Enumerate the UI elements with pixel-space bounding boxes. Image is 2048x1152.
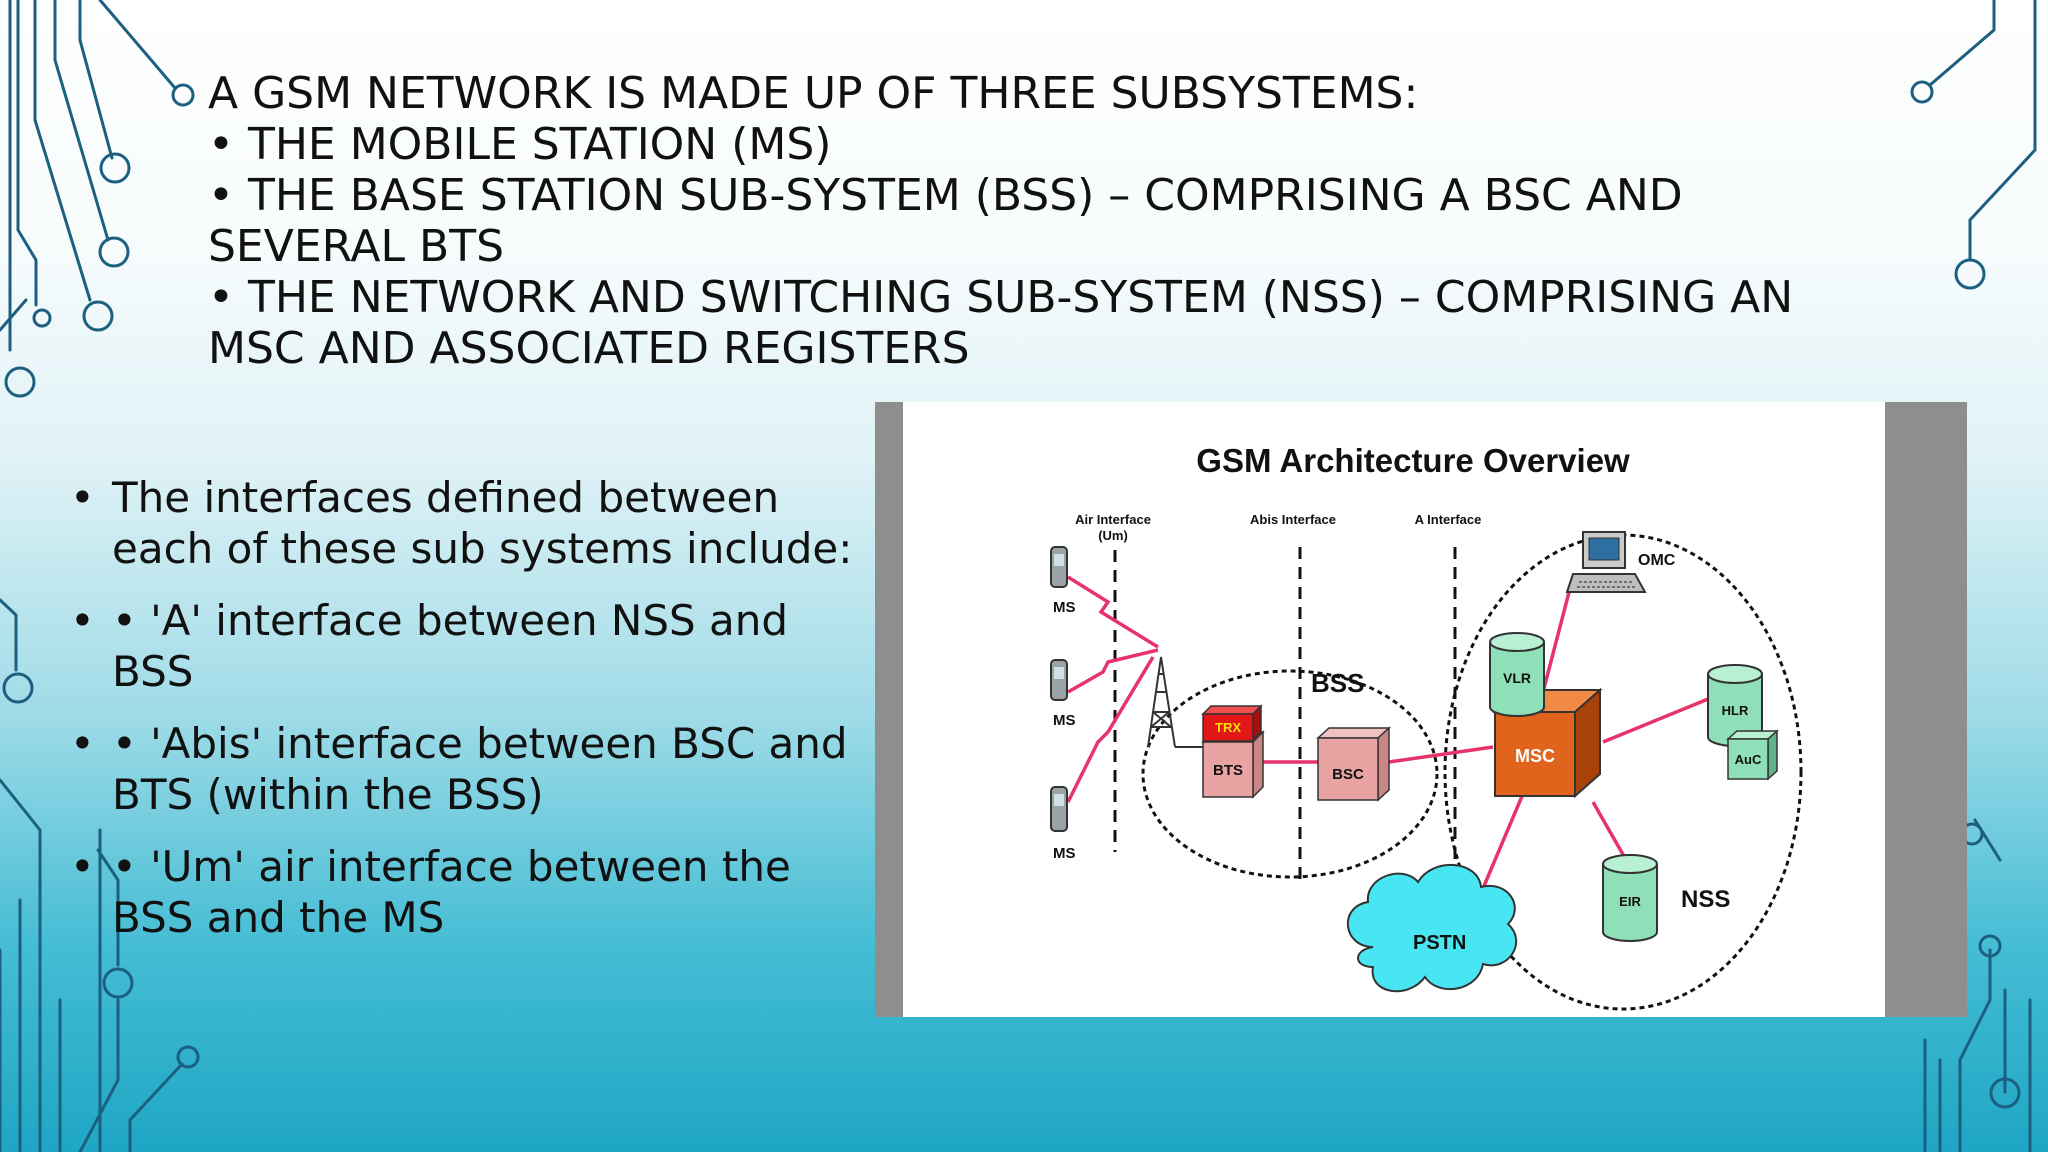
bsc-msc-link — [1388, 745, 1494, 764]
ms-phone-icon — [1050, 659, 1068, 701]
omc-label: OMC — [1638, 552, 1676, 569]
heading-line: • THE BASE STATION SUB-SYSTEM (BSS) – CO… — [208, 170, 1683, 221]
air-interface-label: Air Interface — [1075, 512, 1151, 527]
eir-database-icon — [1602, 854, 1658, 942]
diagram-title: GSM Architecture Overview — [1196, 442, 1630, 479]
hlr-label: HLR — [1722, 703, 1749, 718]
bts-label: BTS — [1213, 762, 1243, 779]
omc-computer-icon — [1565, 531, 1647, 593]
bullet-item: • 'A' interface between NSS and BSS — [70, 595, 870, 697]
heading-line: SEVERAL BTS — [208, 221, 505, 272]
air-interface-sub-label: (Um) — [1098, 528, 1128, 543]
bullet-item: The interfaces defined between each of t… — [70, 472, 870, 574]
ms-link — [1067, 648, 1159, 694]
pstn-label: PSTN — [1413, 932, 1466, 954]
gsm-architecture-diagram: GSM Architecture Overview Air Interface … — [1050, 442, 1803, 1011]
diagram-canvas: GSM Architecture Overview Air Interface … — [903, 402, 1885, 1017]
msc-omc-link — [1541, 576, 1575, 693]
antenna-tower-icon — [1147, 656, 1203, 748]
ms-link — [1067, 575, 1159, 649]
interface-bullet-list: The interfaces defined between each of t… — [70, 472, 870, 964]
bss-label: BSS — [1311, 668, 1364, 698]
ms-phone-icon — [1050, 546, 1068, 588]
ms-link — [1066, 656, 1155, 803]
hlr-database-icon — [1707, 664, 1763, 747]
ms-label: MS — [1053, 845, 1076, 862]
trx-label: TRX — [1215, 720, 1241, 735]
bsc-label: BSC — [1332, 766, 1364, 783]
msc-label: MSC — [1515, 746, 1555, 766]
pstn-cloud-icon — [1346, 863, 1518, 993]
heading-line: • THE MOBILE STATION (MS) — [208, 119, 832, 170]
auc-label: AuC — [1735, 752, 1762, 767]
vlr-label: VLR — [1503, 670, 1531, 686]
bsc-node — [1316, 726, 1391, 802]
msc-hlr-link — [1602, 695, 1714, 744]
heading-line: • THE NETWORK AND SWITCHING SUB-SYSTEM (… — [208, 272, 1794, 323]
a-interface-label: A Interface — [1415, 512, 1482, 527]
bullet-item: • 'Um' air interface between the BSS and… — [70, 841, 870, 943]
heading-line: A GSM NETWORK IS MADE UP OF THREE SUBSYS… — [208, 68, 1419, 119]
auc-node — [1726, 729, 1779, 781]
ms-phone-icon — [1050, 786, 1068, 832]
abis-interface-label: Abis Interface — [1250, 512, 1336, 527]
eir-label: EIR — [1619, 894, 1641, 909]
ms-label: MS — [1053, 712, 1076, 729]
vlr-database-icon — [1489, 632, 1545, 717]
bullet-item: • 'Abis' interface between BSC and BTS (… — [70, 718, 870, 820]
gsm-diagram-image: GSM Architecture Overview Air Interface … — [875, 402, 1967, 1017]
bss-boundary — [1141, 669, 1439, 879]
heading-line: MSC AND ASSOCIATED REGISTERS — [208, 323, 970, 374]
slide-heading: A GSM NETWORK IS MADE UP OF THREE SUBSYS… — [208, 68, 1848, 374]
nss-label: NSS — [1681, 886, 1730, 913]
ms-label: MS — [1053, 599, 1076, 616]
trx-node — [1201, 704, 1263, 742]
